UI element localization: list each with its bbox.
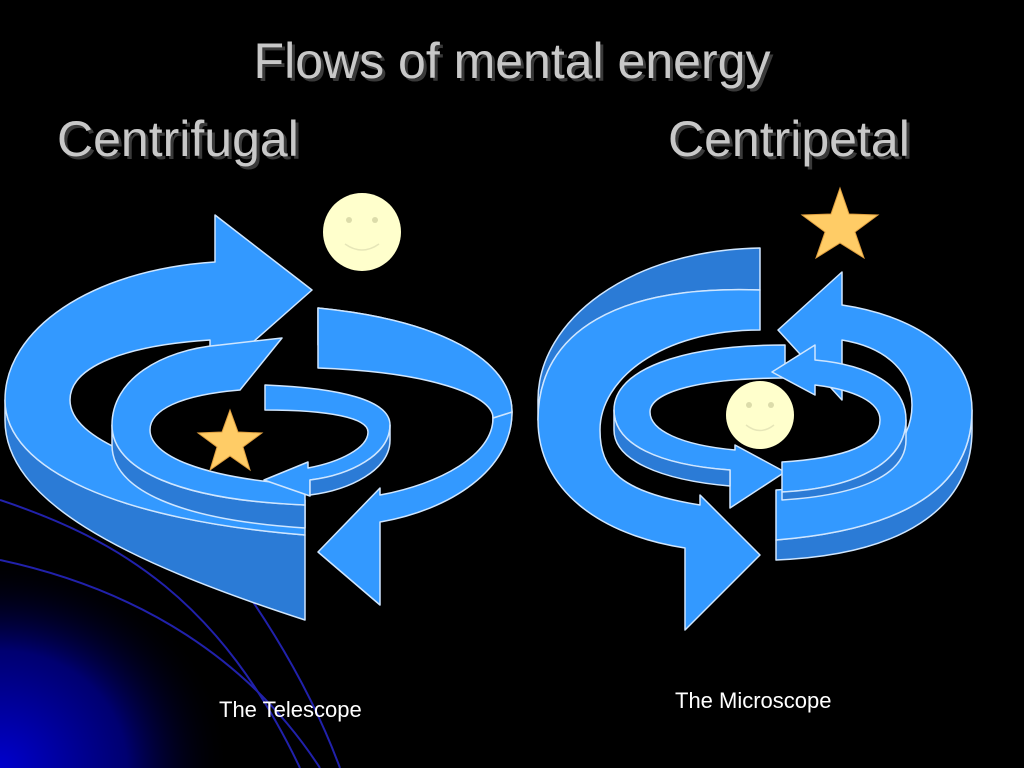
star-icon bbox=[196, 408, 264, 472]
slide-title: Flows of mental energy bbox=[253, 33, 771, 89]
microscope-caption: The Microscope bbox=[675, 688, 832, 713]
inner-small-arrow-band-icon bbox=[309, 424, 391, 496]
outer-arrow-right-face-icon bbox=[317, 307, 513, 419]
telescope-caption: The Telescope bbox=[219, 697, 362, 722]
inner-arrow-icon bbox=[613, 344, 786, 509]
outer-arrow-icon bbox=[4, 214, 313, 536]
inner-arrow-band-icon bbox=[613, 409, 731, 487]
smiley-icon bbox=[726, 381, 794, 449]
inner-arrow-icon bbox=[111, 337, 306, 506]
smiley-icon bbox=[323, 193, 401, 271]
outer-arrow-head-icon bbox=[317, 411, 513, 606]
microscope-diagram bbox=[537, 247, 973, 631]
centripetal-heading: Centripetal bbox=[668, 111, 910, 167]
inner-right-arrow-band-icon bbox=[781, 419, 907, 501]
telescope-diagram bbox=[4, 214, 513, 621]
centrifugal-heading: Centrifugal bbox=[57, 111, 299, 167]
outer-arrow-icon bbox=[537, 288, 761, 631]
star-icon bbox=[800, 186, 880, 260]
